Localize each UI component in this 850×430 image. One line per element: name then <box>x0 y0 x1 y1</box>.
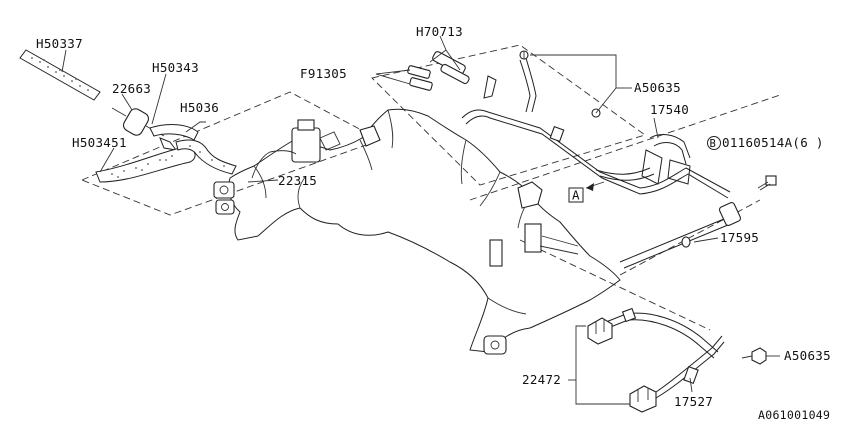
hose-h5036 <box>175 139 237 175</box>
callout-bolt-code: 01160514A(6 ) <box>722 135 824 150</box>
manifold-boss <box>489 239 503 267</box>
connector-f91305 <box>407 65 433 91</box>
hose-h50337 <box>19 49 101 101</box>
manifold-boss <box>524 223 542 253</box>
callout-a50635-top: A50635 <box>634 80 681 95</box>
callout-h50343: H50343 <box>152 60 199 75</box>
figure-id: A061001049 <box>758 408 830 422</box>
callout-17527: 17527 <box>674 394 713 409</box>
section-ref-label: A <box>572 188 580 203</box>
hose-h503451 <box>95 145 196 183</box>
manifold-boss <box>359 125 381 147</box>
section-ref-box <box>568 187 584 203</box>
callout-22472: 22472 <box>522 372 561 387</box>
fuel-pipe-assembly-17540 <box>461 57 731 199</box>
hose-clip-22472-lower <box>629 385 657 413</box>
nut-a50635-bottom <box>741 347 767 365</box>
purge-control-valve <box>251 119 341 179</box>
callout-17540: 17540 <box>650 102 689 117</box>
hose-h70713 <box>432 51 470 85</box>
leader-lines <box>61 35 780 405</box>
bolt-prefix-letter: B <box>710 138 717 150</box>
intake-manifold <box>213 108 621 355</box>
fuel-line-17527 <box>605 307 725 399</box>
manifold-boss <box>517 181 543 209</box>
callout-h50337: H50337 <box>36 36 83 51</box>
bolt-prefix-circle <box>707 136 721 150</box>
callout-17595: 17595 <box>720 230 759 245</box>
fuel-line-17595 <box>619 201 742 269</box>
callout-f91305: F91305 <box>300 66 347 81</box>
callout-22315: 22315 <box>278 173 317 188</box>
port-flange <box>213 181 235 199</box>
dashed-guide <box>519 239 711 331</box>
callout-h70713: H70713 <box>416 24 463 39</box>
callout-h503451: H503451 <box>72 135 127 150</box>
nut-a50635-top <box>519 50 529 60</box>
callout-h5036: H5036 <box>180 100 219 115</box>
port-flange <box>215 199 235 215</box>
callout-a50635-bottom: A50635 <box>784 348 831 363</box>
hose-clip-22472-upper <box>587 317 613 345</box>
port-flange <box>483 335 507 355</box>
bolt-01160514a <box>757 175 777 191</box>
tube-group-frame <box>371 44 647 186</box>
callout-22663: 22663 <box>112 81 151 96</box>
